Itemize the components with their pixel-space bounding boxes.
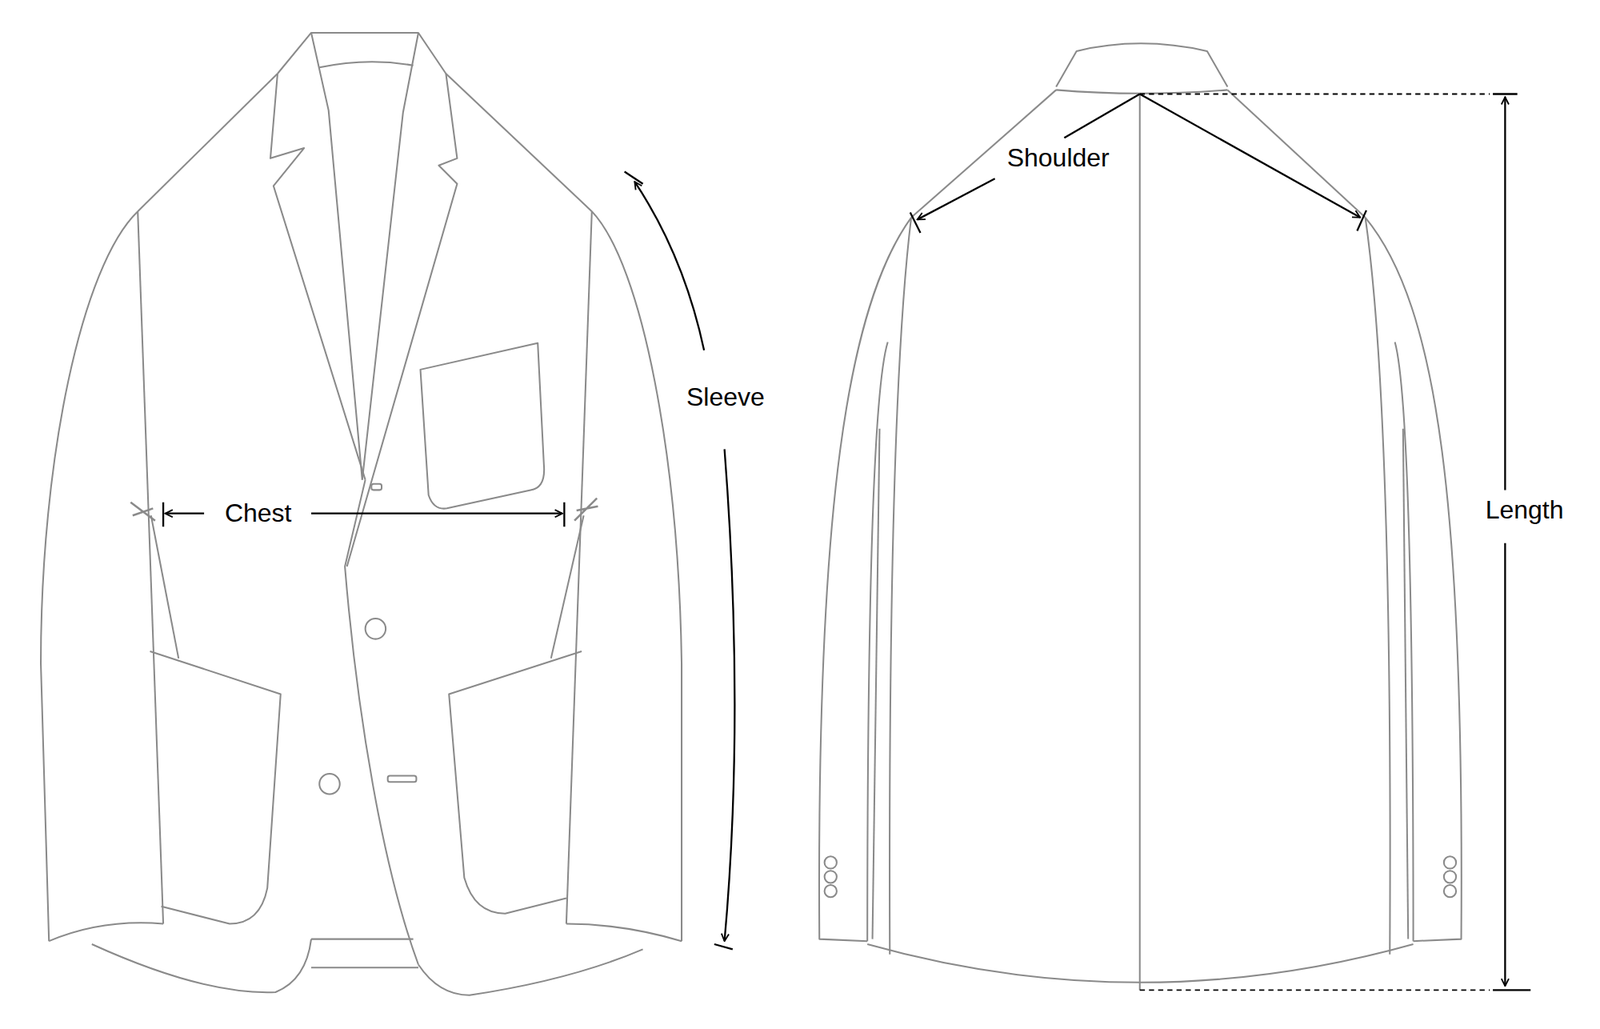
measure-label: Shoulder	[1004, 144, 1113, 172]
back-view	[819, 43, 1462, 990]
measure-label: Sleeve	[683, 384, 768, 412]
measure-label: Chest	[221, 499, 296, 528]
measure-arrows	[163, 93, 1531, 990]
pin-marks	[130, 498, 598, 521]
front-view	[40, 32, 682, 996]
dimension-guides	[1140, 93, 1491, 990]
measure-label: Length	[1482, 496, 1568, 524]
